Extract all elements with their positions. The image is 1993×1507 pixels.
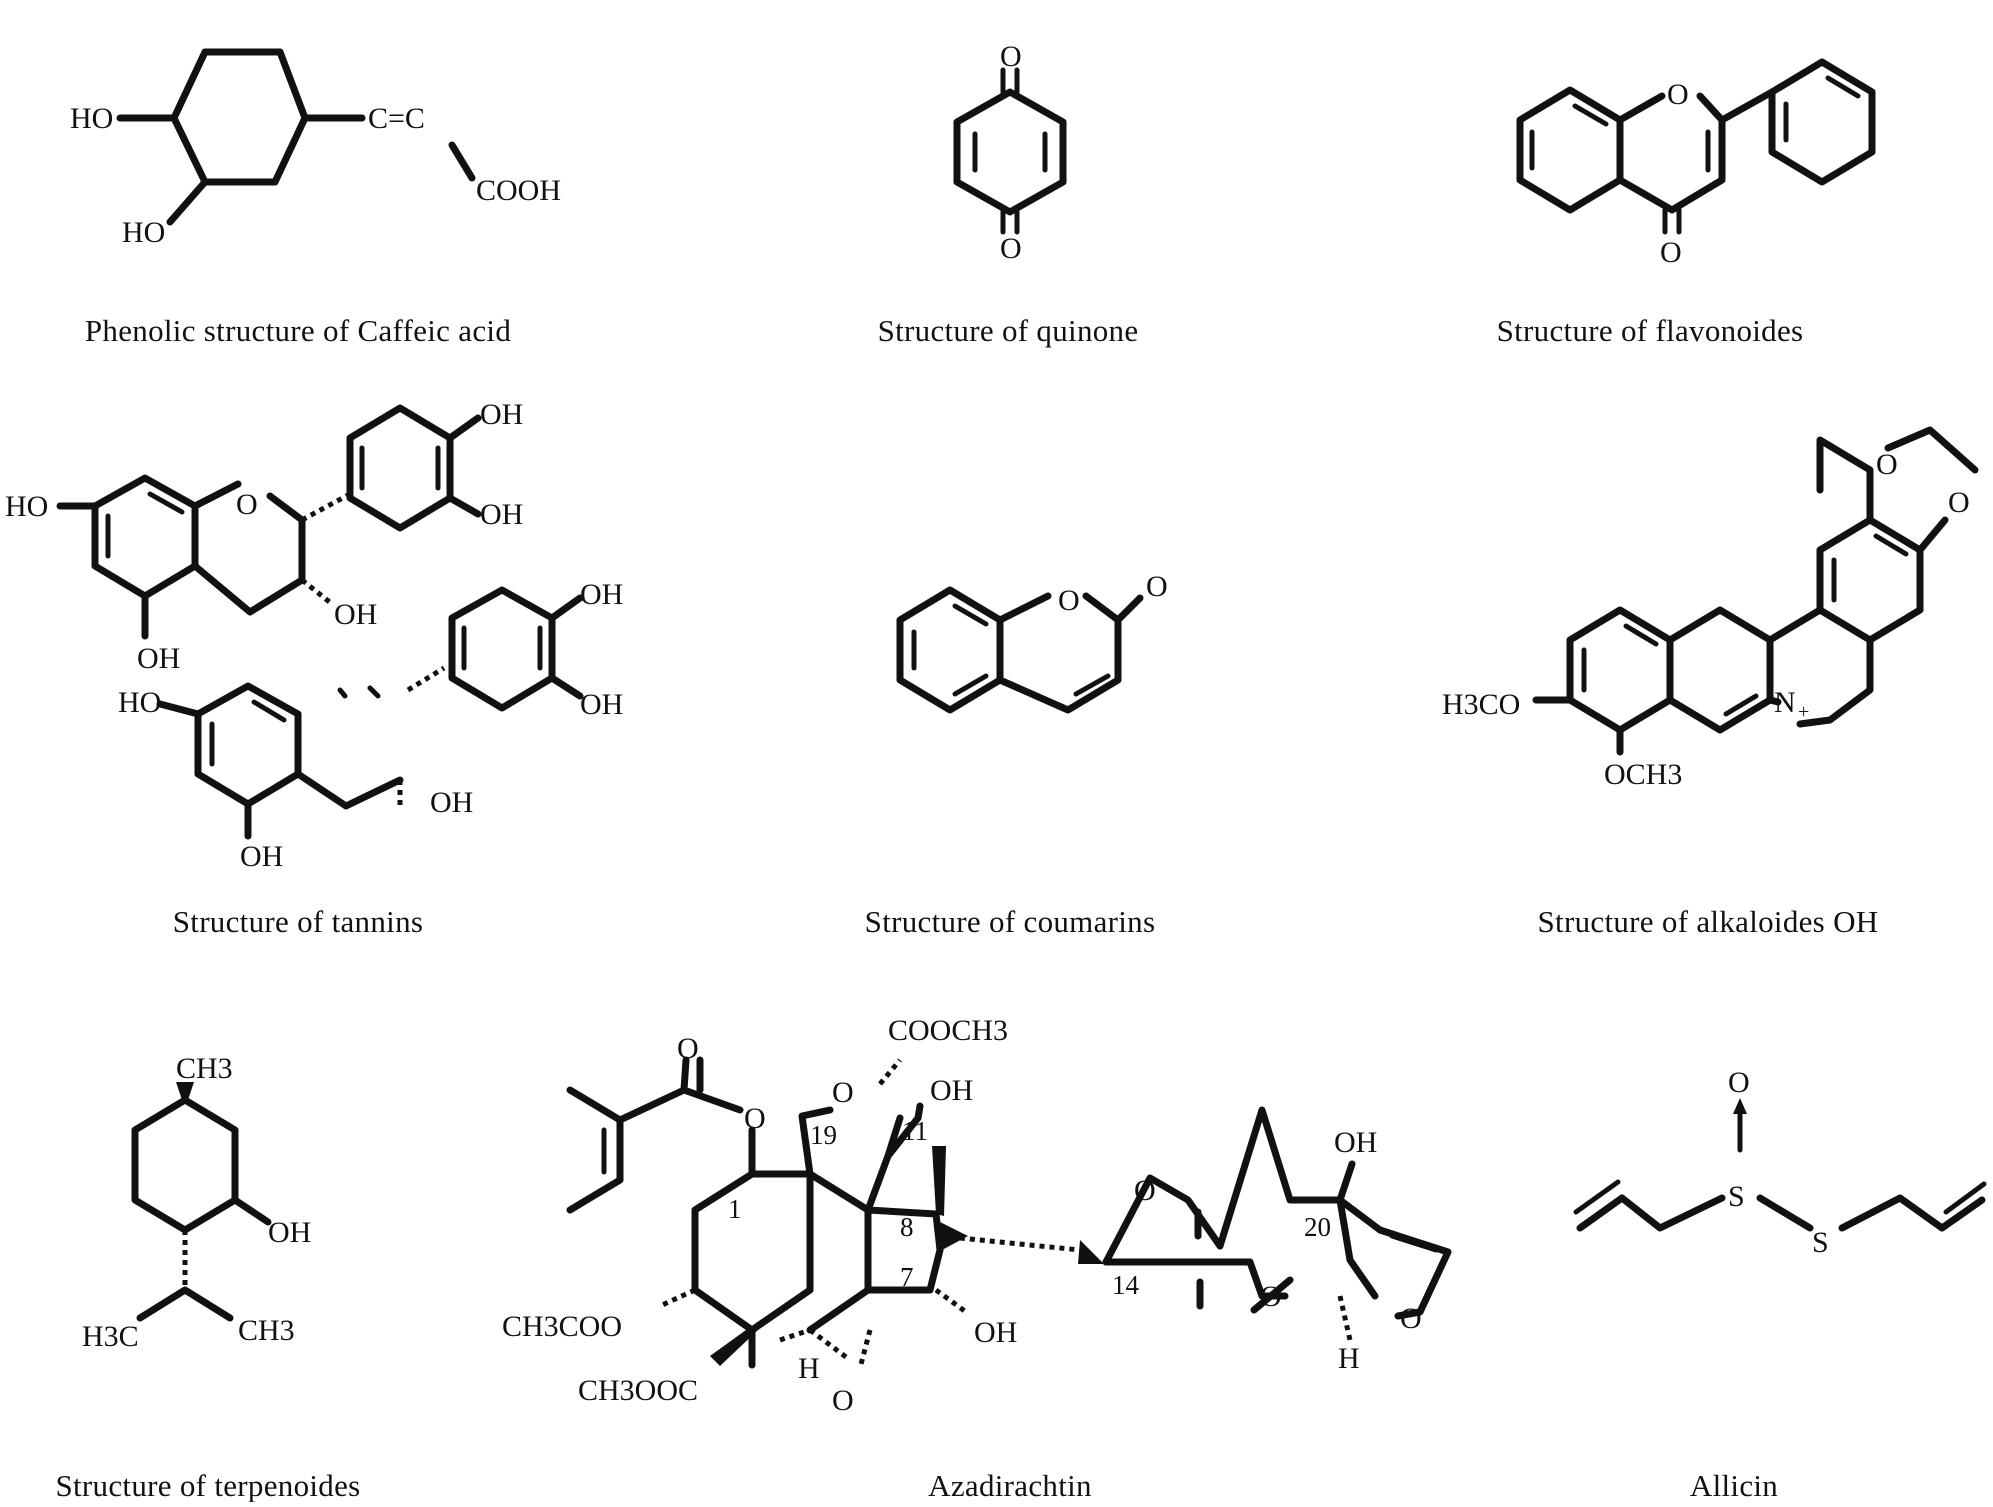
hydroxyl-label: OH	[930, 1074, 973, 1107]
carbon-number-label: 19	[810, 1120, 837, 1150]
methyl-label: CH3	[176, 1052, 233, 1085]
caption-quinone: Structure of quinone	[878, 313, 1139, 348]
hydroxyl-label: OH	[580, 578, 623, 611]
hydroxyl-label: HO	[118, 686, 161, 719]
nitrogen-label: N	[1774, 686, 1796, 719]
hydroxyl-label: OH	[480, 398, 523, 431]
flavonoide-structure: O O	[1516, 58, 1876, 269]
terpenoide-structure: CH3 OH H3C CH3	[82, 1052, 311, 1353]
hydroxyl-label: HO	[70, 102, 113, 135]
carbon-number-label: 8	[900, 1212, 914, 1242]
hydrogen-label: H	[798, 1352, 820, 1385]
oxygen-label: O	[832, 1384, 854, 1417]
oxygen-label: O	[1260, 1280, 1282, 1313]
allicin-structure: O S S	[1573, 1066, 1987, 1259]
hydroxyl-label: OH	[240, 840, 283, 873]
sulfur-label: S	[1728, 1180, 1745, 1213]
hydroxyl-label: OH	[580, 688, 623, 721]
methoxy-label: OCH3	[1604, 758, 1682, 791]
carbon-number-label: 20	[1304, 1212, 1331, 1242]
hydroxyl-label: HO	[122, 216, 165, 249]
oxygen-label: O	[744, 1102, 766, 1135]
oxygen-label: O	[1948, 486, 1970, 519]
carbon-number-label: 1	[728, 1194, 742, 1224]
oxygen-label: O	[1146, 570, 1168, 603]
carbon-number-label: 11	[902, 1116, 928, 1146]
acetate-label: CH3COO	[502, 1310, 622, 1343]
caption-caffeic-acid: Phenolic structure of Caffeic acid	[85, 313, 511, 348]
hydroxyl-label: OH	[334, 598, 377, 631]
ester-label: CH3OOC	[578, 1374, 698, 1407]
azadirachtin-structure: O O O OH H 20 14 O O O OH COOCH3 19 11 1…	[502, 1014, 1452, 1417]
methoxy-label: H3CO	[1442, 688, 1520, 721]
oxygen-label: O	[1876, 448, 1898, 481]
alkene-label: C=C	[368, 102, 425, 135]
methyl-label: H3C	[82, 1320, 139, 1353]
oxygen-label: O	[1667, 78, 1689, 111]
sulfur-label: S	[1812, 1226, 1829, 1259]
oxygen-label: O	[1000, 40, 1022, 73]
ester-label: COOCH3	[888, 1014, 1008, 1047]
oxygen-label: O	[832, 1076, 854, 1109]
hydroxyl-label: OH	[137, 642, 180, 675]
hydroxyl-label: OH	[430, 786, 473, 819]
oxygen-label: O	[677, 1032, 699, 1065]
hydroxyl-label: OH	[268, 1216, 311, 1249]
hydroxyl-label: OH	[974, 1316, 1017, 1349]
hydroxyl-label: OH	[1334, 1126, 1377, 1159]
hydroxyl-label: OH	[480, 498, 523, 531]
oxygen-label: O	[1728, 1066, 1750, 1099]
alkaloide-structure: O O N + H3CO OCH3	[1442, 426, 1979, 791]
hydroxyl-label: HO	[5, 490, 48, 523]
oxygen-label: O	[1058, 584, 1080, 617]
oxygen-label: O	[1000, 232, 1022, 265]
carbon-number-label: 7	[900, 1262, 914, 1292]
caption-alkaloides: Structure of alkaloides OH	[1538, 904, 1879, 939]
hydrogen-label: H	[1338, 1342, 1360, 1375]
caption-terpenoides: Structure of terpenoides	[55, 1468, 360, 1502]
caption-tannins: Structure of tannins	[173, 904, 424, 939]
caffeic-acid-structure: HO HO C=C COOH	[70, 48, 561, 249]
charge-label: +	[1798, 701, 1809, 723]
caption-flavonoides: Structure of flavonoides	[1497, 313, 1804, 348]
methyl-label: CH3	[238, 1314, 295, 1347]
tannin-structure: HO O OH OH OH OH HO OH OH OH OH	[5, 398, 623, 873]
quinone-structure: O O	[953, 40, 1067, 265]
oxygen-label: O	[1134, 1174, 1156, 1207]
caption-azadirachtin: Azadirachtin	[928, 1468, 1092, 1502]
coumarin-structure: O O	[896, 570, 1168, 714]
oxygen-label: O	[1660, 236, 1682, 269]
caption-coumarins: Structure of coumarins	[865, 904, 1156, 939]
carbon-number-label: 14	[1112, 1270, 1140, 1300]
oxygen-label: O	[1400, 1302, 1422, 1335]
carboxyl-label: COOH	[476, 174, 561, 207]
oxygen-label: O	[236, 488, 258, 521]
caption-allicin: Allicin	[1690, 1468, 1778, 1502]
